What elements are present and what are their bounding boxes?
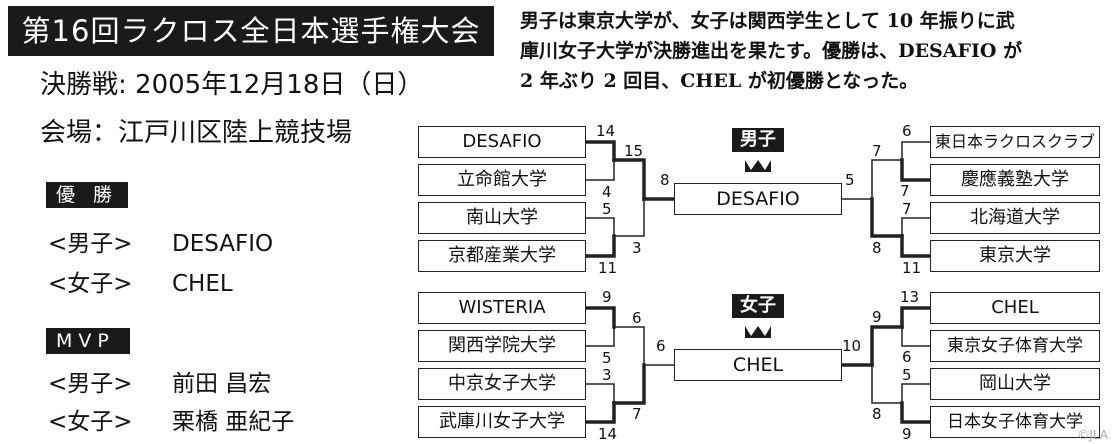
score: 4 [602, 183, 612, 201]
score: 7 [902, 200, 912, 218]
champion-men: <男子> DESAFIO [48, 224, 273, 258]
mvp-women: <女子> 栗橋 亜紀子 [48, 402, 294, 436]
crown-icon [745, 326, 771, 338]
score: 5 [602, 349, 612, 367]
score: 14 [598, 425, 618, 443]
watermark: ©JLA [1077, 428, 1108, 442]
score: 14 [596, 122, 616, 140]
team-box: 武庫川女子大学 [418, 406, 586, 438]
team-box: 東日本ラクロスクラブ [930, 126, 1100, 158]
men-tag: 男子 [732, 128, 784, 152]
score: 8 [872, 239, 882, 257]
score: 8 [872, 405, 882, 423]
score: 7 [872, 142, 882, 160]
mvp-men: <男子> 前田 昌宏 [48, 364, 271, 398]
team-box: 北海道大学 [930, 202, 1100, 234]
champion-women: <女子> CHEL [48, 264, 233, 298]
category-label: <女子> [48, 409, 133, 435]
description: 男子は東京大学が、女子は関西学生として 10 年振りに武 庫川女子大学が決勝進出… [520, 6, 1110, 96]
crown-icon [745, 160, 771, 172]
score: 9 [602, 288, 612, 306]
score: 6 [632, 309, 642, 327]
team-box: 関西学院大学 [418, 330, 586, 362]
venue: 会場：江戸川区陸上競技場 [40, 118, 353, 148]
team-box: 東京大学 [930, 240, 1100, 272]
description-line: 庫川女子大学が決勝進出を果たす。優勝は、DESAFIO が [520, 40, 1023, 62]
score: 13 [900, 288, 920, 306]
page-title: 第16回ラクロス全日本選手権大会 [8, 6, 494, 56]
category-label: <男子> [48, 371, 133, 397]
team-box: WISTERIA [418, 292, 586, 324]
score: 6 [656, 337, 666, 355]
mvp-heading: MVP [46, 328, 130, 354]
women-tag: 女子 [732, 294, 784, 318]
team-box: 京都産業大学 [418, 240, 586, 272]
score: 9 [872, 308, 882, 326]
score: 5 [602, 200, 612, 218]
score: 3 [602, 366, 612, 384]
score: 3 [632, 239, 642, 257]
team-box: DESAFIO [418, 126, 586, 158]
score: 11 [598, 259, 618, 277]
team-box: 東京女子体育大学 [930, 330, 1100, 362]
description-line: 2 年ぶり 2 回目、CHEL が初優勝となった。 [520, 70, 919, 92]
category-label: <男子> [48, 231, 133, 257]
team-box: 岡山大学 [930, 368, 1100, 400]
team-box: CHEL [930, 292, 1100, 324]
score: 11 [902, 259, 922, 277]
score: 15 [624, 142, 644, 160]
score: 6 [902, 348, 912, 366]
men-final-team: DESAFIO [674, 183, 842, 215]
champion-heading: 優 勝 [46, 182, 129, 208]
champion-men-team: DESAFIO [172, 231, 274, 257]
final-date: 決勝戦: 2005年12月18日（日） [40, 70, 424, 100]
score: 5 [902, 366, 912, 384]
mvp-men-name: 前田 昌宏 [172, 371, 272, 397]
score: 10 [842, 337, 862, 355]
score: 7 [632, 405, 642, 423]
score: 8 [660, 171, 670, 189]
score: 9 [902, 425, 912, 443]
mvp-women-name: 栗橋 亜紀子 [172, 409, 295, 435]
team-box: 慶應義塾大学 [930, 164, 1100, 196]
champion-women-team: CHEL [172, 271, 233, 297]
team-box: 立命館大学 [418, 164, 586, 196]
description-line: 男子は東京大学が、女子は関西学生として 10 年振りに武 [520, 10, 1015, 32]
score: 6 [902, 122, 912, 140]
women-final-team: CHEL [674, 349, 842, 381]
team-box: 日本女子体育大学 [930, 406, 1100, 438]
score: 7 [900, 182, 910, 200]
team-box: 南山大学 [418, 202, 586, 234]
category-label: <女子> [48, 271, 133, 297]
team-box: 中京女子大学 [418, 368, 586, 400]
score: 5 [845, 171, 855, 189]
